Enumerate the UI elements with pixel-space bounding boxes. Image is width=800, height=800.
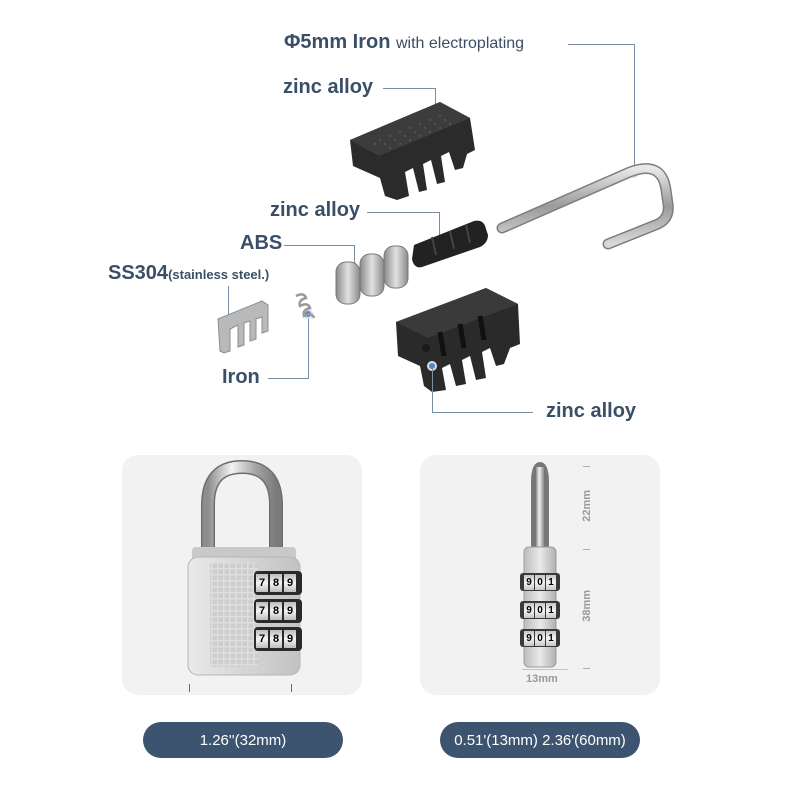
shackle-part-image — [496, 163, 674, 250]
leader-spindle — [367, 212, 440, 243]
front-dial-digit[interactable]: 7 — [256, 630, 268, 648]
front-dial-digit[interactable]: 8 — [270, 630, 282, 648]
side-dial-row-3: 9 0 1 — [524, 631, 556, 646]
front-dial-digit[interactable]: 7 — [256, 574, 268, 592]
front-dial-row-3: 7 8 9 — [256, 630, 296, 648]
label-bottom-body: zinc alloy — [546, 400, 637, 422]
side-dim-tick-mid — [583, 549, 590, 550]
leader-shackle — [568, 44, 635, 173]
side-body-height-label: 38mm — [581, 590, 593, 622]
dials-part-image — [335, 245, 409, 305]
label-plate: SS304(stainless steel.) — [108, 262, 269, 285]
front-dial-row-2: 7 8 9 — [256, 602, 296, 620]
label-shackle-sub: with electroplating — [396, 35, 525, 52]
front-dial-digit[interactable]: 7 — [256, 602, 268, 620]
front-width-pill: 1.26''(32mm) — [143, 722, 343, 758]
front-dial-digit[interactable]: 9 — [284, 574, 296, 592]
plate-part-image — [217, 300, 269, 354]
label-top-cover: zinc alloy — [283, 76, 374, 98]
front-dial-digit[interactable]: 9 — [284, 602, 296, 620]
side-dial-digit[interactable]: 0 — [535, 631, 545, 646]
front-width-tick-left — [189, 684, 190, 692]
spindle-part-image — [412, 220, 488, 268]
side-dial-digit[interactable]: 1 — [546, 575, 556, 590]
label-plate-main: SS304 — [108, 262, 169, 284]
leader-spring — [268, 314, 309, 379]
label-shackle: Φ5mm Iron with electroplating — [284, 31, 524, 54]
front-view-padlock-image — [187, 459, 302, 676]
side-dial-row-2: 9 0 1 — [524, 603, 556, 618]
top-cover-part-image — [350, 102, 475, 200]
side-thickness-label: 13mm — [526, 673, 558, 685]
label-spindle: zinc alloy — [270, 199, 361, 221]
label-spring: Iron — [222, 366, 260, 388]
label-plate-sub: (stainless steel.) — [168, 267, 270, 282]
side-dial-digit[interactable]: 0 — [535, 603, 545, 618]
front-width-tick-right — [291, 684, 292, 692]
side-dim-tick-bottom — [583, 668, 590, 669]
front-dial-digit[interactable]: 9 — [284, 630, 296, 648]
side-dial-digit[interactable]: 1 — [546, 603, 556, 618]
front-dial-digit[interactable]: 8 — [270, 574, 282, 592]
side-dial-digit[interactable]: 1 — [546, 631, 556, 646]
side-dial-digit[interactable]: 9 — [524, 603, 534, 618]
side-dial-digit[interactable]: 9 — [524, 575, 534, 590]
leader-bottom-body — [432, 368, 533, 413]
side-dims-pill: 0.51'(13mm) 2.36'(60mm) — [440, 722, 640, 758]
side-dial-digit[interactable]: 9 — [524, 631, 534, 646]
front-dial-row-1: 7 8 9 — [256, 574, 296, 592]
leader-plate — [228, 286, 230, 322]
side-dim-tick-top — [583, 466, 590, 467]
side-dial-digit[interactable]: 0 — [535, 575, 545, 590]
label-shackle-main: Φ5mm Iron — [284, 31, 391, 53]
label-dials: ABS — [240, 232, 283, 254]
side-dial-row-1: 9 0 1 — [524, 575, 556, 590]
spring-part-image — [295, 293, 316, 319]
front-dial-digit[interactable]: 8 — [270, 602, 282, 620]
side-thickness-line — [522, 669, 568, 670]
side-shackle-height-label: 22mm — [581, 490, 593, 522]
